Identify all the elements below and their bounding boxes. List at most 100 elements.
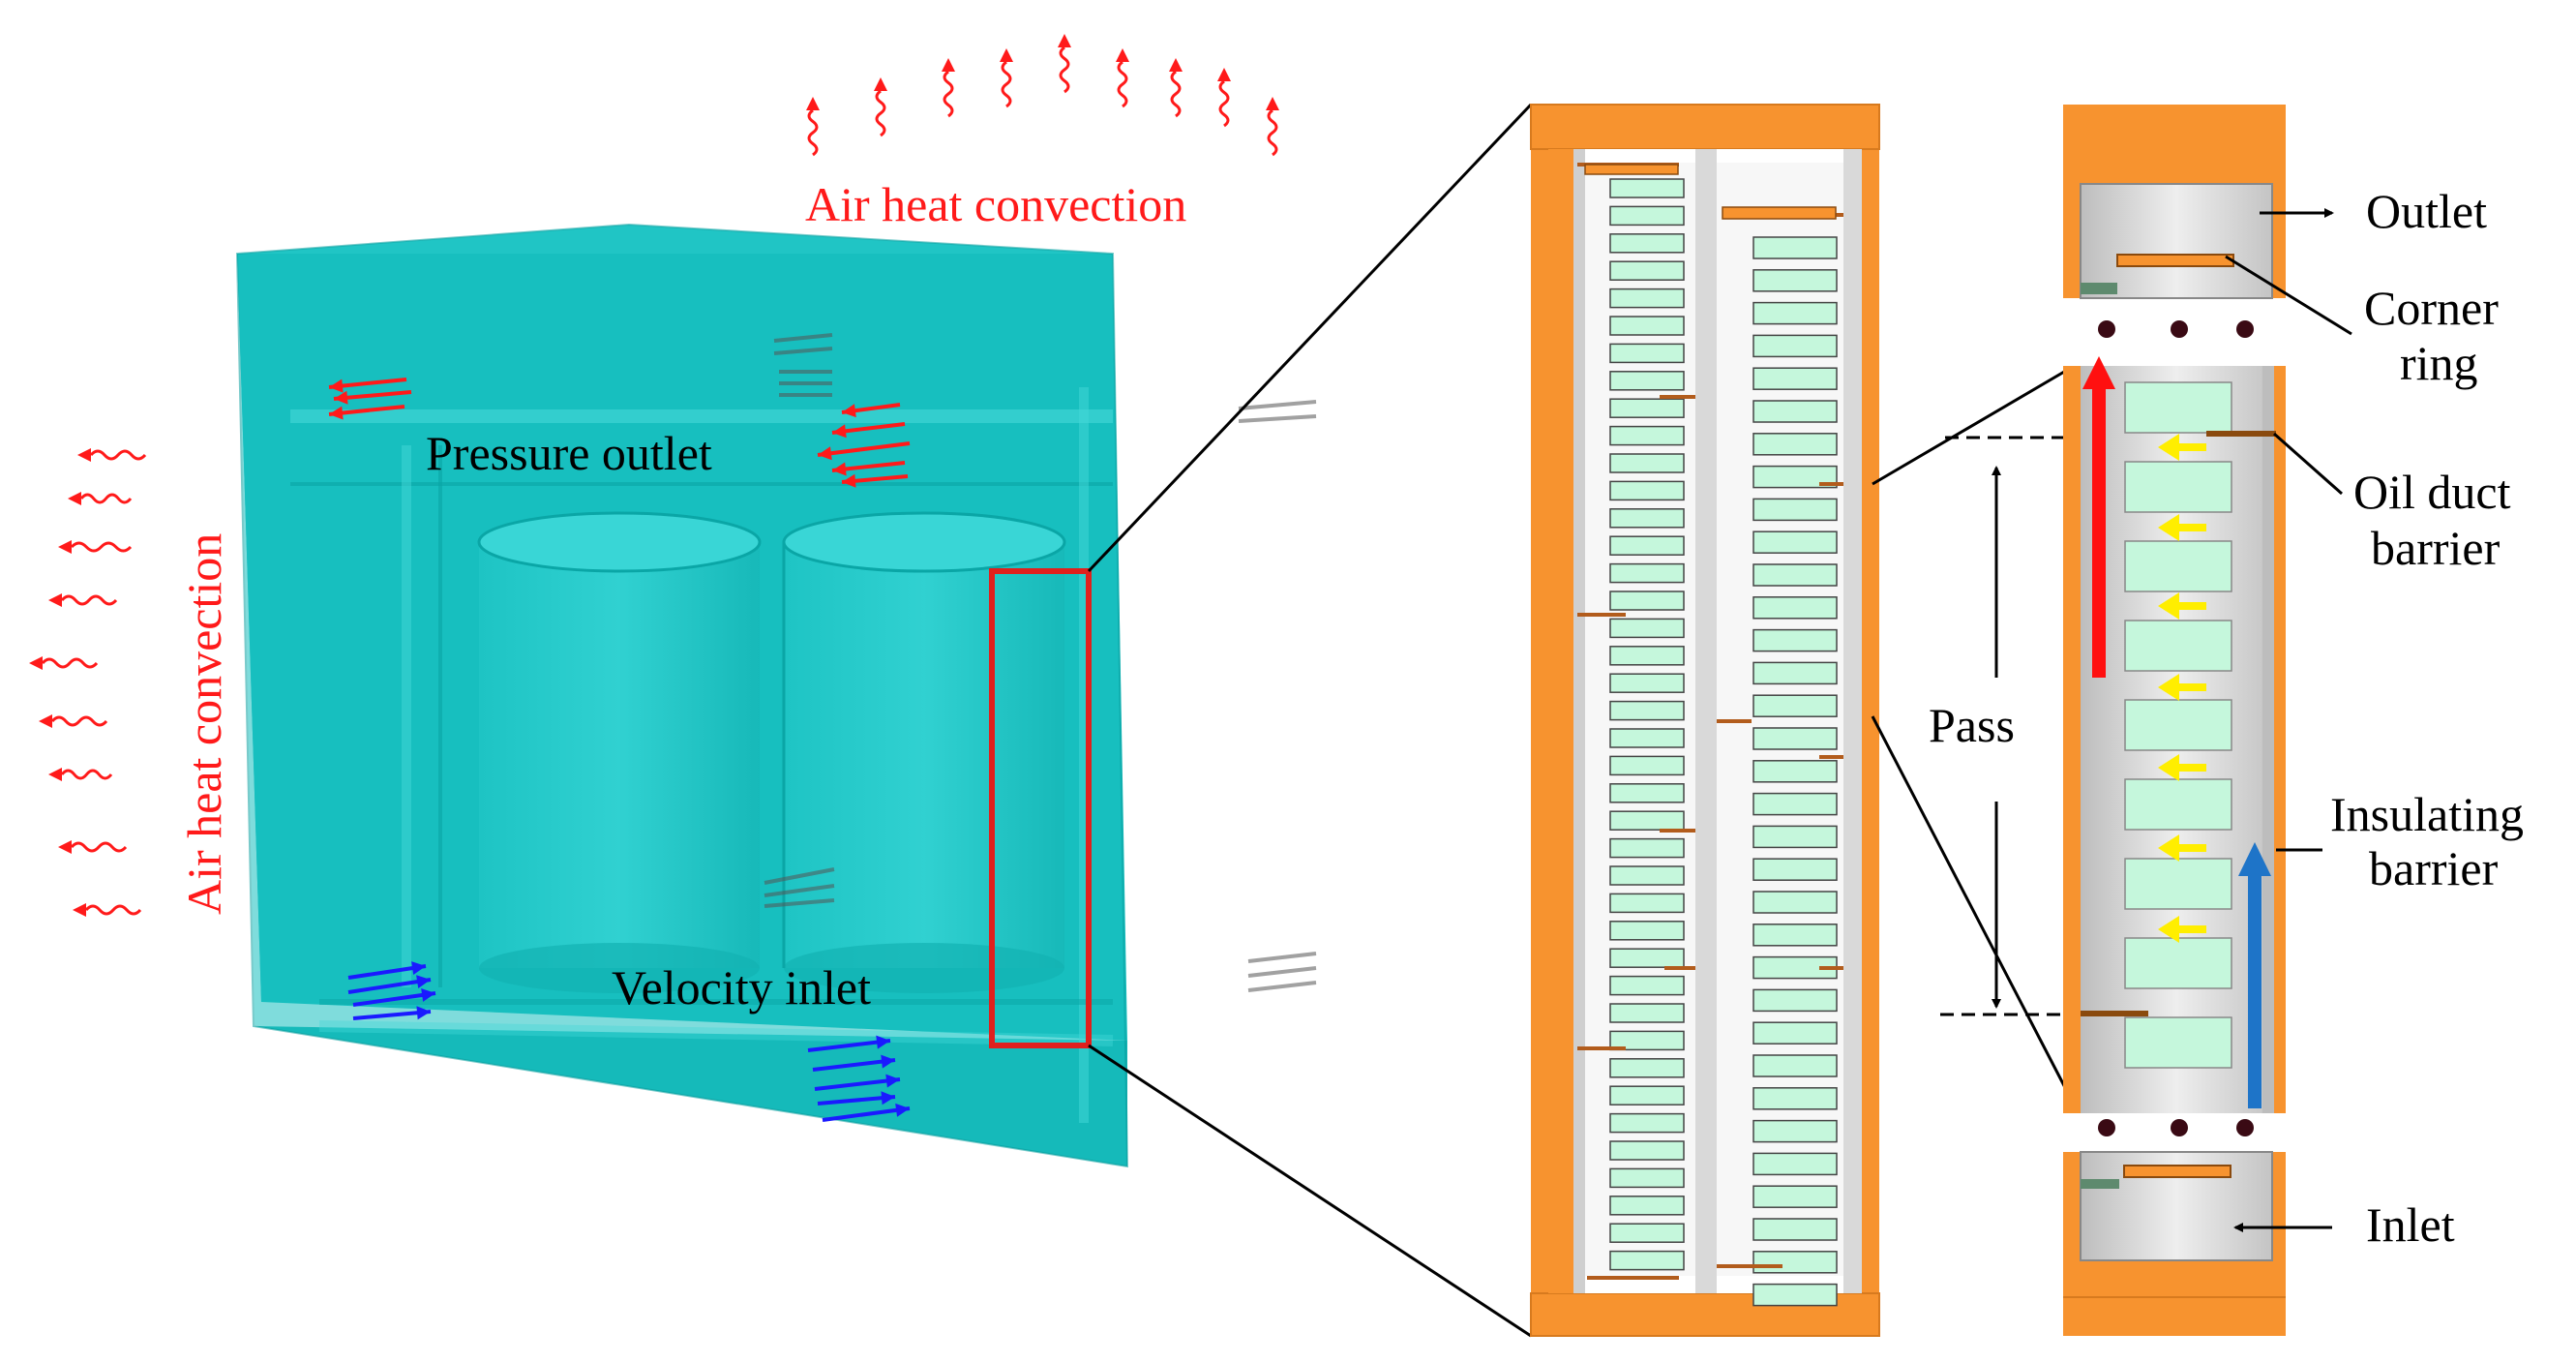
winding-disc [1752,1185,1838,1208]
oil-duct-barrier-label-line1: Oil duct [2353,465,2511,519]
winding-disc [1609,1167,1685,1189]
winding-disc [1609,975,1685,996]
winding-disc [1752,628,1838,652]
winding-disc [1752,236,1838,259]
outlet-flow-arrow [328,405,405,420]
winding-disc [1609,205,1685,227]
wavy-heat-arrow-icon [29,656,99,670]
zoom-highlight-box [989,568,1092,1048]
corner-ring-label-line2: ring [2400,336,2478,390]
winding-disc [1609,480,1685,501]
winding-disc [1609,178,1685,198]
duct-gray-right [1843,149,1862,1293]
inlet-flow-arrow [347,961,427,980]
winding-disc [1752,433,1838,456]
winding-disc [2124,858,2232,910]
inlet-flow-arrow [352,1006,432,1020]
winding-disc [1609,371,1685,391]
heat-convection-side-arrows [29,448,147,917]
duct-gray-left [1573,149,1585,1293]
winding-disc [1609,1058,1685,1078]
winding-disc [1752,400,1838,423]
corner-ring-bottom [2123,1165,2232,1178]
winding-disc [1609,1030,1685,1051]
winding-disc [1609,343,1685,364]
heat-convection-top-arrows [806,34,1279,157]
outlet-label: Outlet [2366,184,2487,238]
winding-disc [1752,1218,1838,1241]
inlet-flow-arrow [812,1054,896,1072]
pressure-outlet-label: Pressure outlet [426,426,712,480]
winding-disc [1609,755,1685,776]
outlet-flow-arrow [841,473,909,488]
ellipsis-dot [2171,320,2188,338]
outlet-flow-arrow [841,403,901,418]
inlet-flow-arrow [347,975,432,994]
winding-disc [1752,334,1838,358]
wavy-heat-arrow-icon [48,768,113,781]
winding-disc [1752,858,1838,881]
velocity-inlet-label: Velocity inlet [612,960,871,1015]
inlet-flow-arrow [817,1091,896,1106]
winding-disc [1609,591,1685,611]
winding-disc [1609,618,1685,639]
winding-cylinder-left [477,511,762,993]
ghost-flow-arrows [764,333,1317,992]
inlet-label: Inlet [2366,1197,2455,1252]
winding-disc [1752,596,1838,620]
section-frame-top-band [1530,104,1880,150]
ellipsis-dot [2098,320,2115,338]
winding-disc [1609,1223,1685,1243]
winding-disc [1752,563,1838,587]
velocity-inlet-arrows [347,961,911,1122]
winding-disc [1609,1003,1685,1023]
winding-disc [1609,893,1685,914]
corner-ring-top-tab [2081,283,2117,294]
duct-left [1548,149,1573,1293]
winding-disc [1752,530,1838,554]
inlet-flow-arrow [822,1103,911,1122]
ellipsis-dot [2236,320,2254,338]
wavy-heat-arrow-icon [39,714,108,728]
yellow-flow-arrow-icon [2158,514,2206,541]
outlet-flow-arrow [333,390,412,405]
winding-disc [1752,727,1838,750]
winding-disc [2124,540,2232,592]
winding-disc [1609,810,1685,831]
winding-disc [1752,498,1838,522]
pass-winding-discs [2124,381,2232,1069]
winding-disc [1609,288,1685,309]
zoom-line-bottom [1088,1044,1532,1338]
winding-disc [1609,316,1685,336]
hot-oil-up-arrowhead [2082,356,2115,389]
ellipsis-dot [2171,1119,2188,1136]
wavy-heat-arrow-icon [48,593,118,607]
winding-disc [1609,233,1685,254]
duct-gray-mid [1695,149,1717,1293]
winding-disc [1752,465,1838,489]
winding-section-view [1530,104,1880,1337]
winding-disc [1609,865,1685,886]
pass-detail-view [2063,105,2286,1336]
winding-disc [1609,1085,1685,1106]
wavy-heat-arrow-icon [68,492,133,505]
winding-disc [1609,1112,1685,1134]
winding-discs-left [1609,178,1685,1271]
wavy-heat-arrow-icon [1169,58,1183,118]
winding-disc [1752,1087,1838,1110]
corner-ring-leader [2225,255,2352,336]
corner-ring-label-line1: Corner [2364,281,2499,335]
winding-disc [1752,1119,1838,1143]
inlet-flow-arrow [807,1035,891,1052]
pass-label: Pass [1929,698,2015,752]
winding-disc [1609,1250,1685,1271]
zoom-line-top [1087,103,1533,573]
winding-disc [1752,269,1838,292]
winding-disc [1752,1152,1838,1176]
winding-disc [1609,948,1685,968]
corner-ring-bottom-tab [2081,1179,2119,1189]
wavy-heat-arrow-icon [73,903,142,917]
winding-disc [1609,425,1685,446]
winding-disc [1752,988,1838,1013]
